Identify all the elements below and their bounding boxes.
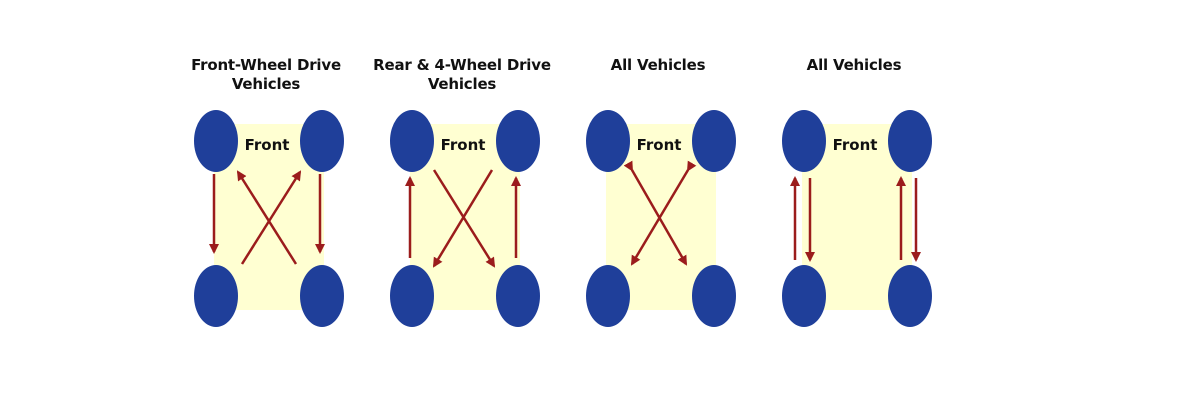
diagram-title-line-1: All Vehicles [610,56,706,74]
front-label: Front [637,136,682,154]
front-label: Front [833,136,878,154]
front-left-tire-icon [586,110,630,172]
front-left-tire-icon [194,110,238,172]
diagram-title: Front-Wheel Drive Vehicles [166,56,366,94]
rear-left-tire-icon [782,265,826,327]
diagram-graphic: Front [782,110,932,327]
rotation-diagram-all-vehicles-front-to-rear: All Vehicles Front [754,0,954,400]
front-right-tire-icon [888,110,932,172]
rotation-arrow-front-right-to-rear-left [432,169,494,268]
rotation-arrow-rear-right-to-front-left [236,170,298,265]
rear-left-tire-icon [390,265,434,327]
diagram-title: Rear & 4-Wheel Drive Vehicles [362,56,562,94]
diagram-graphic: Front [390,110,540,327]
front-right-tire-icon [692,110,736,172]
diagram-title: All Vehicles [754,56,954,75]
rotation-arrow-front-right-to-rear-left [630,160,697,266]
rotation-diagram-front-wheel-drive: Front-Wheel Drive Vehicles Front [166,0,366,400]
rear-right-tire-icon [888,265,932,327]
front-right-tire-icon [300,110,344,172]
diagram-graphic: Front [194,110,344,327]
diagram-title-line-2: Vehicles [231,75,301,93]
rear-right-tire-icon [300,265,344,327]
front-label: Front [441,136,486,154]
rotation-diagram-rear-and-4-wheel-drive: Rear & 4-Wheel Drive Vehicles Front [362,0,562,400]
front-label: Front [245,136,290,154]
diagram-graphic: Front [586,110,736,327]
diagram-title: All Vehicles [558,56,758,75]
rotation-diagram-all-vehicles-x-pattern: All Vehicles Front [558,0,758,400]
rear-right-tire-icon [496,265,540,327]
rear-left-tire-icon [586,265,630,327]
rotation-arrow-rear-left-to-front-right [240,170,302,265]
rear-right-tire-icon [692,265,736,327]
diagram-title-line-1: Front-Wheel Drive [191,56,341,74]
diagram-title-line-1: Rear & 4-Wheel Drive [373,56,551,74]
rear-left-tire-icon [194,265,238,327]
front-left-tire-icon [390,110,434,172]
diagram-title-line-1: All Vehicles [806,56,902,74]
front-left-tire-icon [782,110,826,172]
front-right-tire-icon [496,110,540,172]
diagram-title-line-2: Vehicles [427,75,497,93]
